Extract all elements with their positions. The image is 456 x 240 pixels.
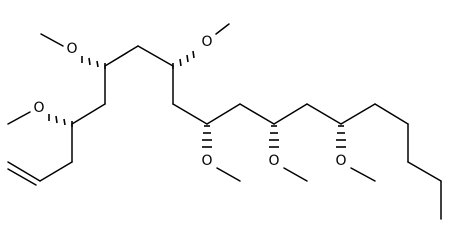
bond-skeleton <box>7 23 442 220</box>
hashed-wedge <box>81 56 106 69</box>
hashed-wedge <box>172 50 195 69</box>
oxygen-label: O <box>268 153 279 169</box>
stereo-hashed-bonds <box>48 50 346 148</box>
structure-canvas: O O O O O O <box>7 23 442 220</box>
chain-bond <box>273 103 308 125</box>
hashed-wedge <box>48 114 73 127</box>
hashed-wedge <box>336 125 346 148</box>
chain-bond <box>407 161 442 182</box>
alkene-bond-inner <box>7 168 37 186</box>
oxygen-label: O <box>201 153 212 169</box>
methoxy-bond <box>283 167 308 182</box>
oxygen-label: O <box>33 100 44 116</box>
chain-bond <box>137 45 174 67</box>
chain-bond <box>104 45 139 67</box>
chain-bond <box>39 161 73 182</box>
atom-labels: O O O O O O <box>33 34 346 169</box>
oxygen-label: O <box>335 153 346 169</box>
chain-bond <box>374 103 409 125</box>
methoxy-bond <box>215 23 230 35</box>
alkene-bond-outer <box>7 161 41 182</box>
chain-bond <box>172 103 208 125</box>
methoxy-bond <box>40 33 64 47</box>
chain-bond <box>340 103 376 125</box>
oxygen-label: O <box>201 34 212 50</box>
chain-bond <box>239 103 275 125</box>
chain-bond <box>306 103 342 125</box>
chain-bond <box>71 103 106 125</box>
hashed-wedge <box>269 125 279 148</box>
oxygen-label: O <box>66 41 77 57</box>
methoxy-bond <box>7 111 31 125</box>
methoxy-bond <box>216 167 241 182</box>
chemical-structure: O O O O O O <box>7 23 442 220</box>
hashed-wedge <box>202 125 212 148</box>
chain-bond <box>206 103 241 125</box>
methoxy-bond <box>350 167 376 182</box>
